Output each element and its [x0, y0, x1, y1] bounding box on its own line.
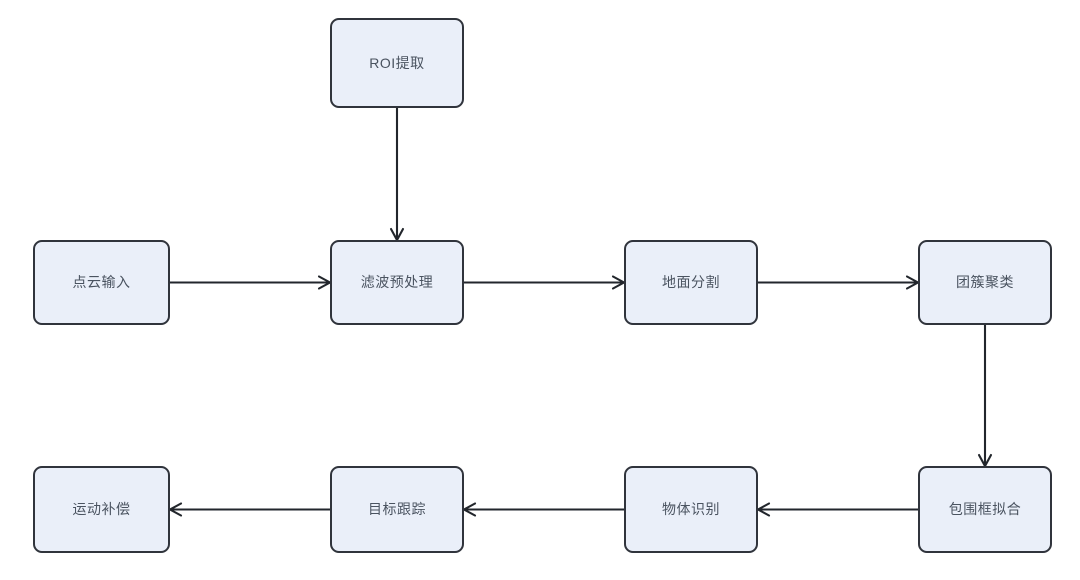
node-label-cluster: 团簇聚类	[956, 274, 1014, 291]
node-object-recognition[interactable]: 物体识别	[624, 466, 758, 553]
e-ground-cluster-arrowhead	[905, 275, 921, 290]
node-label-point-cloud-input: 点云输入	[72, 274, 131, 291]
node-label-bounding-box-fit: 包围框拟合	[948, 501, 1022, 518]
e-cluster-bbox-arrowhead	[977, 453, 993, 469]
node-label-roi: ROI提取	[369, 54, 425, 71]
node-motion-compensation[interactable]: 运动补偿	[33, 466, 170, 553]
node-point-cloud-input[interactable]: 点云输入	[33, 240, 170, 325]
node-label-motion-compensation: 运动补偿	[72, 501, 131, 518]
e-track-motion-arrowhead	[167, 502, 183, 517]
node-label-ground-segmentation: 地面分割	[662, 274, 720, 291]
node-roi[interactable]: ROI提取	[330, 18, 464, 108]
node-label-filter-preprocess: 滤波预处理	[360, 274, 434, 291]
node-cluster[interactable]: 团簇聚类	[918, 240, 1052, 325]
e-bbox-recognize-arrowhead	[755, 502, 771, 517]
node-label-object-recognition: 物体识别	[662, 501, 720, 518]
e-recognize-track-arrowhead	[461, 502, 477, 517]
e-roi-filter-arrowhead	[389, 227, 405, 243]
node-ground-segmentation[interactable]: 地面分割	[624, 240, 758, 325]
e-input-filter-arrowhead	[317, 275, 333, 290]
e-filter-ground-arrowhead	[611, 275, 627, 290]
node-label-target-tracking: 目标跟踪	[368, 501, 426, 518]
node-filter-preprocess[interactable]: 滤波预处理	[330, 240, 464, 325]
node-bounding-box-fit[interactable]: 包围框拟合	[918, 466, 1052, 553]
node-target-tracking[interactable]: 目标跟踪	[330, 466, 464, 553]
